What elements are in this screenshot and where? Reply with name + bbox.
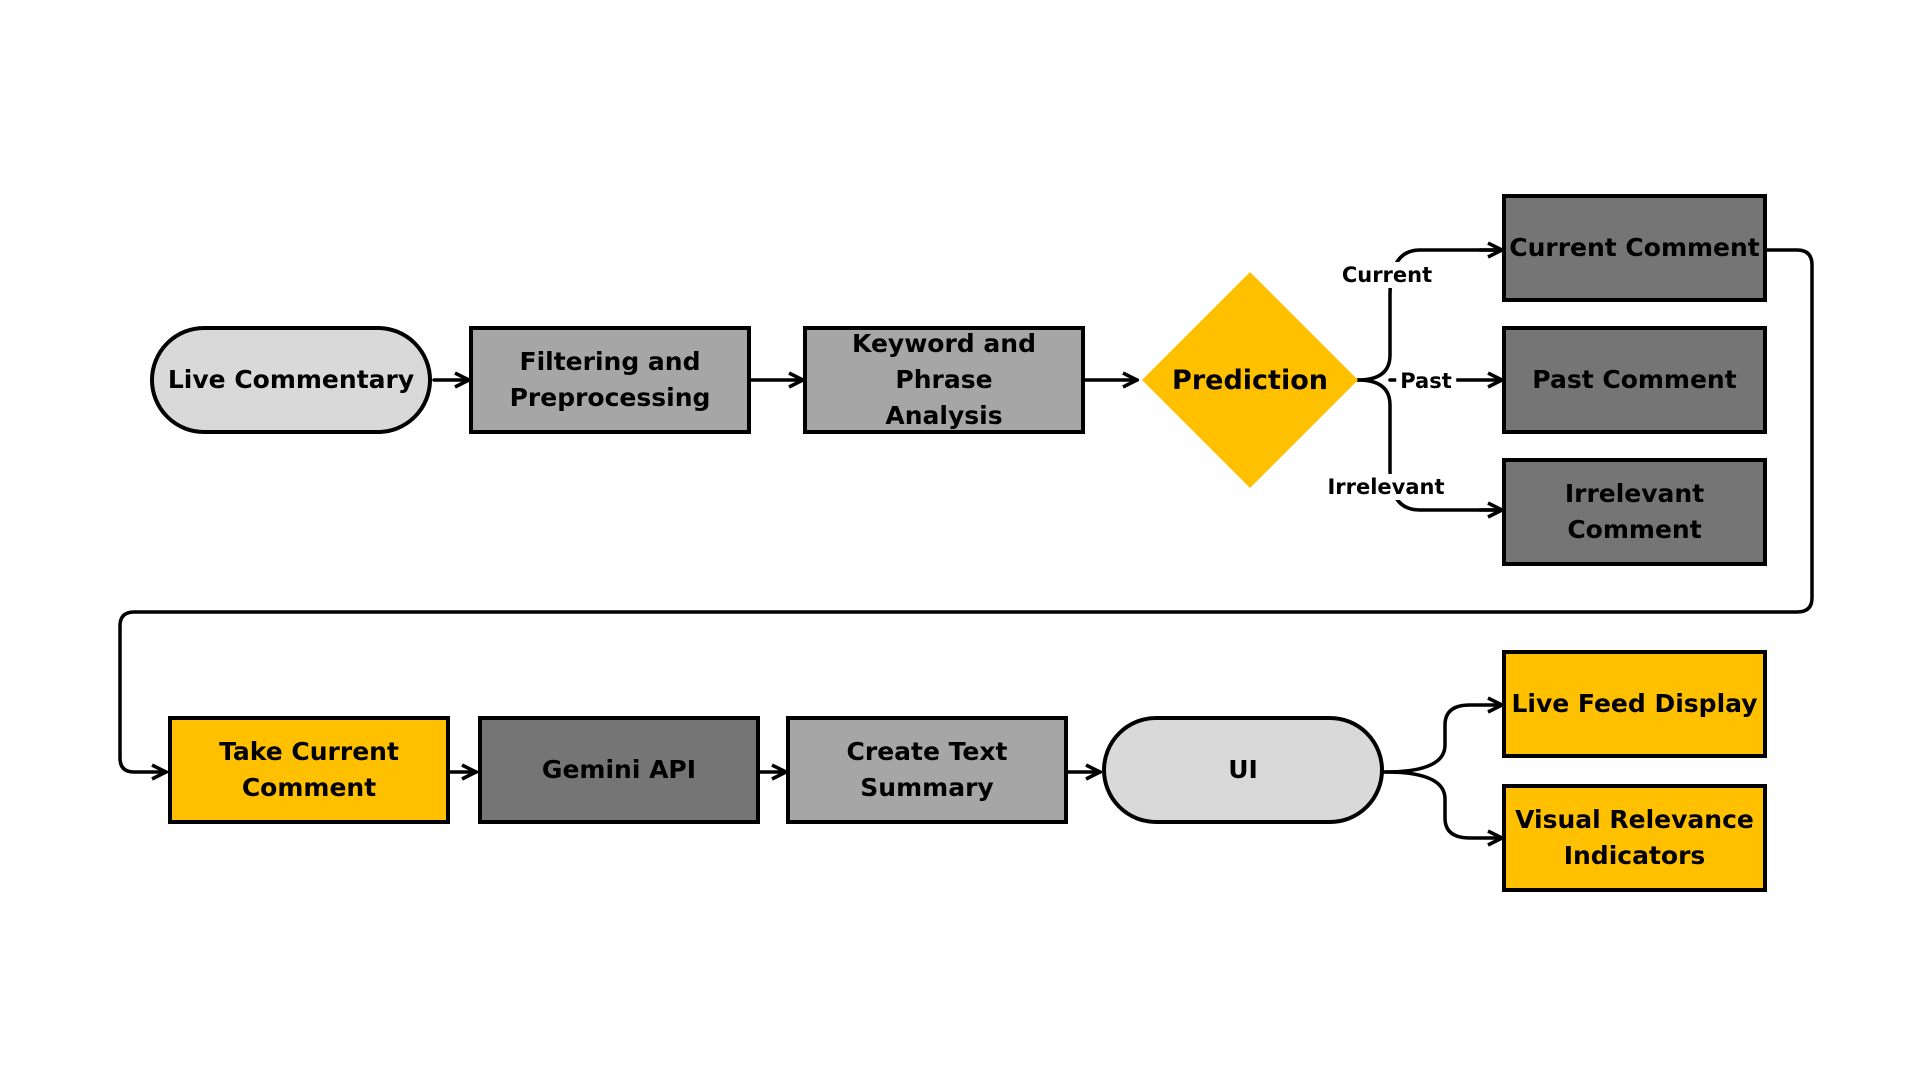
node-label: UI [1228, 755, 1258, 784]
loop-current-to-take [118, 248, 1814, 772]
node-create-text-summary: Create Text Summary [786, 716, 1068, 824]
node-label-line-2: Comment [1567, 515, 1702, 544]
node-filtering-preprocessing: Filtering and Preprocessing [469, 326, 751, 434]
node-ui: UI [1102, 716, 1384, 824]
node-label-line-1: Visual Relevance [1515, 805, 1754, 834]
node-label: Current Comment [1509, 233, 1760, 262]
node-current-comment: Current Comment [1502, 194, 1767, 302]
node-live-commentary: Live Commentary [150, 326, 432, 434]
brace-prediction-split-lower [1356, 378, 1504, 512]
node-label: Create Text Summary [846, 737, 1008, 802]
node-label-line-1: Irrelevant [1564, 479, 1705, 508]
node-label-line-2: Preprocessing [509, 383, 711, 412]
node-label: Live Commentary [167, 365, 415, 394]
node-visual-relevance-indicators: Visual Relevance Indicators [1502, 784, 1767, 892]
node-live-feed-display: Live Feed Display [1502, 650, 1767, 758]
node-label: Gemini API [541, 755, 697, 784]
node-irrelevant-comment: Irrelevant Comment [1502, 458, 1767, 566]
node-prediction-label: Prediction [1172, 364, 1328, 396]
branch-label-past: Past [1396, 368, 1456, 394]
node-label: Live Feed Display [1511, 689, 1758, 718]
node-keyword-phrase-analysis: Keyword and Phrase Analysis [803, 326, 1085, 434]
node-label-line-1: Keyword and Phrase [852, 329, 1036, 394]
node-label-line-2: Analysis [885, 401, 1003, 430]
node-past-comment: Past Comment [1502, 326, 1767, 434]
node-label-line-2: Indicators [1563, 841, 1706, 870]
node-take-current-comment: Take Current Comment [168, 716, 450, 824]
node-label-line-1: Take Current [219, 737, 399, 766]
node-gemini-api: Gemini API [478, 716, 760, 824]
brace-ui-split-upper [1383, 705, 1504, 774]
node-label-line-1: Filtering and [519, 347, 701, 376]
node-label-line-2: Comment [241, 773, 377, 802]
brace-prediction-split [1356, 248, 1504, 382]
branch-label-current: Current [1337, 262, 1437, 288]
branch-label-irrelevant: Irrelevant [1323, 474, 1449, 500]
brace-ui-split-lower [1383, 770, 1504, 838]
node-label: Past Comment [1532, 365, 1737, 394]
